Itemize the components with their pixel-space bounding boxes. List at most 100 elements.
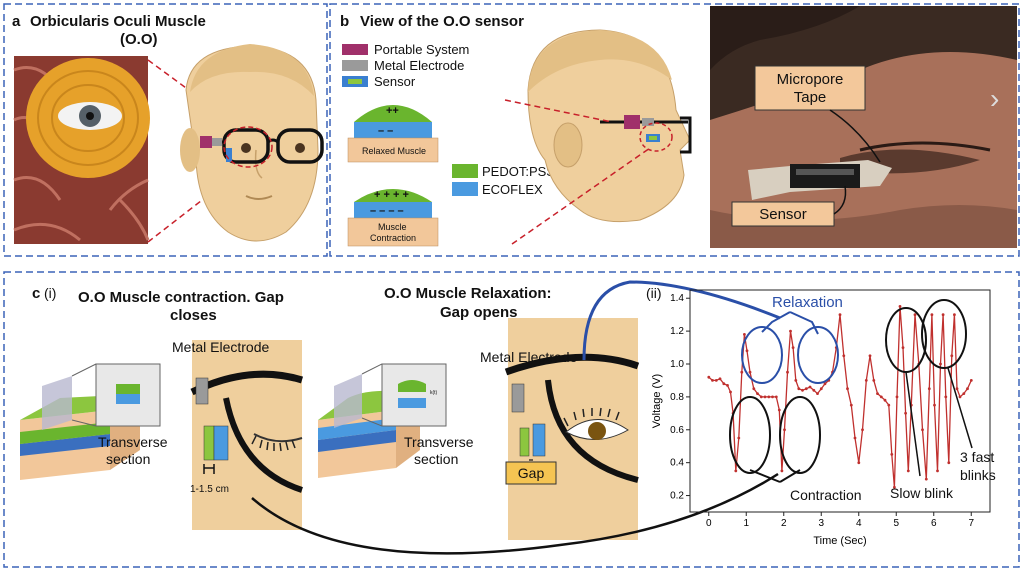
panel-c-frame — [3, 271, 1020, 568]
relaxed-muscle-label: Relaxed Muscle — [362, 146, 426, 156]
fast-blinks-annotation-1: 3 fast — [960, 449, 994, 465]
data-point — [958, 395, 962, 399]
data-point — [876, 392, 879, 395]
x-tick-label: 5 — [893, 518, 899, 529]
legend-ecoflex-label: ECOFLEX — [482, 182, 543, 197]
data-point — [756, 392, 759, 395]
micropore-tape-label-2: Tape — [794, 89, 827, 106]
micropore-tape-callout — [754, 65, 866, 111]
legend-electrode-label: Metal Electrode — [374, 58, 464, 73]
voltage-series-line — [708, 306, 972, 488]
metal-electrode-label-2: Metal Electrode — [480, 349, 577, 365]
sensor-callout-label: Sensor — [759, 206, 807, 223]
data-point — [927, 387, 931, 391]
x-tick-label: 4 — [856, 518, 862, 529]
data-point — [743, 333, 746, 336]
y-tick-label: 1.4 — [670, 293, 684, 304]
relaxation-annotation: Relaxation — [772, 294, 843, 311]
y-tick-label: 0.2 — [670, 491, 684, 502]
legend-pedot-swatch — [452, 164, 478, 178]
panel-a-letter: a — [12, 13, 21, 30]
data-point — [962, 392, 966, 395]
micropore-tape-label-1: Micropore — [777, 71, 844, 88]
data-point — [816, 392, 819, 395]
relaxed-positive-charge: ++ — [386, 105, 399, 117]
plot-frame — [689, 289, 991, 513]
data-point — [846, 387, 849, 391]
data-point — [771, 395, 774, 399]
data-point — [930, 313, 934, 317]
data-point — [950, 354, 954, 358]
pointer-line-b-lower — [511, 147, 651, 245]
x-axis-label: Time (Sec) — [813, 535, 866, 547]
contraction-negative-charge: – – – – — [370, 205, 404, 217]
data-point — [893, 485, 896, 489]
data-point — [853, 436, 857, 440]
x-tick-label: 1 — [743, 518, 749, 529]
data-point — [936, 469, 939, 473]
x-tick-label: 0 — [706, 518, 712, 529]
sensor-pointer — [833, 185, 847, 215]
data-point — [780, 469, 784, 473]
data-point — [861, 428, 864, 432]
data-point — [729, 390, 732, 394]
data-point — [868, 354, 872, 358]
relaxation-title-2: Gap opens — [440, 304, 518, 321]
data-point — [734, 469, 738, 473]
data-point — [842, 354, 846, 358]
contraction-annotation-pointer — [749, 469, 801, 483]
data-point — [726, 384, 729, 387]
legend-portable-swatch — [342, 44, 368, 55]
contraction-connector — [251, 472, 779, 555]
sensor-callout — [731, 201, 835, 227]
head-side-illustration — [527, 29, 692, 223]
gap-callout — [505, 461, 557, 485]
data-point — [786, 370, 789, 374]
legend-electrode-swatch — [342, 60, 368, 71]
data-point — [707, 375, 711, 379]
data-point — [808, 385, 812, 389]
transverse-section-1-line1: Transverse — [98, 434, 168, 450]
panel-c-letter: c — [32, 285, 40, 302]
gap-label: Gap — [518, 465, 545, 481]
relaxation-ellipse-2 — [797, 326, 839, 384]
data-point — [904, 411, 907, 415]
data-point — [718, 377, 722, 381]
data-point — [714, 379, 718, 382]
data-point — [801, 388, 804, 392]
data-point — [777, 408, 781, 412]
data-point — [895, 395, 899, 399]
contraction-face-closeup — [190, 340, 304, 530]
data-point — [794, 379, 798, 382]
data-point — [819, 387, 823, 391]
chevron-right-icon: › — [990, 83, 999, 114]
data-point — [969, 379, 973, 382]
x-tick-label: 7 — [968, 518, 974, 529]
data-point — [759, 395, 763, 399]
legend-ecoflex-swatch — [452, 182, 478, 196]
data-point — [849, 403, 853, 407]
contraction-annotation: Contraction — [790, 487, 862, 503]
data-point — [933, 403, 936, 407]
relaxation-inset — [361, 363, 447, 427]
panel-b-frame — [329, 3, 1020, 257]
legend-portable-label: Portable System — [374, 42, 469, 57]
data-point — [711, 379, 714, 382]
distance-label: 1-1.5 cm — [190, 484, 229, 495]
relaxed-negative-charge: – – — [378, 125, 393, 137]
pointer-line-b-upper — [504, 99, 613, 123]
data-point — [879, 395, 883, 399]
data-point — [857, 461, 861, 465]
data-point — [947, 461, 951, 465]
transverse-section-2-line2: section — [414, 451, 458, 467]
transverse-section-2-line1: Transverse — [404, 434, 474, 450]
data-point — [944, 395, 948, 399]
contraction-positive-charge: + + + + — [374, 189, 409, 201]
data-point — [921, 428, 924, 432]
contraction-title-2: closes — [170, 307, 217, 324]
relaxed-muscle-diagram — [347, 105, 439, 163]
data-point — [953, 313, 956, 317]
fast-blinks-ellipse — [921, 299, 967, 369]
y-tick-label: 0.6 — [670, 425, 684, 436]
